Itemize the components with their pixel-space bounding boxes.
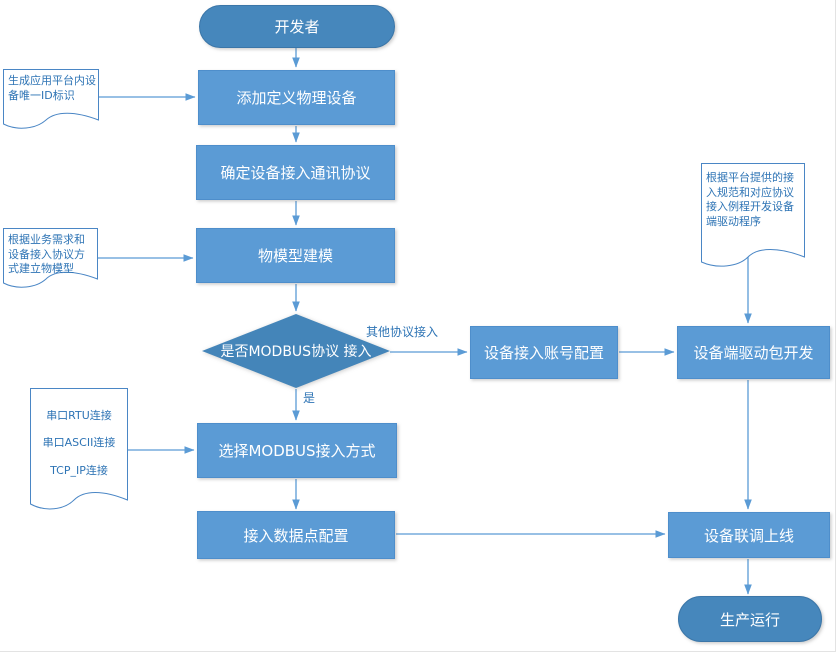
document-shape-icon bbox=[3, 69, 99, 129]
doc-driver-spec: 根据平台提供的接入规范和对应协议接入例程开发设备端驱动程序 bbox=[701, 163, 805, 267]
doc-conn-modes: 串口RTU连接 串口ASCII连接 TCP_IP连接 bbox=[30, 388, 128, 510]
doc-unique-id: 生成应用平台内设备唯一ID标识 bbox=[3, 69, 99, 131]
doc-conn-modes-line1: 串口RTU连接 bbox=[46, 409, 112, 422]
production-terminal: 生产运行 bbox=[678, 596, 822, 642]
process-thing-model-label: 物模型建模 bbox=[257, 247, 333, 265]
start-label: 开发者 bbox=[274, 18, 320, 36]
process-debug-online: 设备联调上线 bbox=[668, 512, 830, 558]
process-debug-online-label: 设备联调上线 bbox=[703, 526, 794, 545]
document-shape-icon bbox=[701, 163, 805, 267]
edge-label-yes: 是 bbox=[303, 391, 316, 405]
decision-modbus-shape: 是否MODBUS协议 接入 bbox=[202, 314, 390, 388]
process-account-config-label: 设备接入账号配置 bbox=[483, 344, 604, 362]
process-confirm-protocol: 确定设备接入通讯协议 bbox=[196, 145, 395, 200]
doc-build-model: 根据业务需求和设备接入协议方式建立物模型 bbox=[3, 228, 98, 290]
doc-driver-spec-text: 根据平台提供的接入规范和对应协议接入例程开发设备端驱动程序 bbox=[706, 171, 794, 228]
process-account-config: 设备接入账号配置 bbox=[470, 326, 618, 379]
process-driver-dev-label: 设备端驱动包开发 bbox=[693, 344, 814, 362]
start-terminal: 开发者 bbox=[199, 5, 395, 48]
process-confirm-protocol-label: 确定设备接入通讯协议 bbox=[220, 164, 371, 182]
decision-modbus-label: 是否MODBUS协议 接入 bbox=[220, 344, 372, 360]
edge-label-other-protocol: 其他协议接入 bbox=[366, 325, 439, 339]
process-add-device-label: 添加定义物理设备 bbox=[236, 89, 357, 107]
process-datapoint-config-label: 接入数据点配置 bbox=[243, 526, 349, 545]
doc-unique-id-text: 生成应用平台内设备唯一ID标识 bbox=[8, 74, 96, 102]
doc-build-model-text: 根据业务需求和设备接入协议方式建立物模型 bbox=[8, 233, 85, 276]
document-shape-icon bbox=[3, 228, 98, 288]
process-datapoint-config: 接入数据点配置 bbox=[197, 511, 395, 559]
process-driver-dev: 设备端驱动包开发 bbox=[677, 326, 830, 379]
process-select-modbus: 选择MODBUS接入方式 bbox=[197, 423, 397, 478]
process-thing-model: 物模型建模 bbox=[196, 228, 395, 283]
process-select-modbus-label: 选择MODBUS接入方式 bbox=[218, 442, 376, 460]
process-add-device: 添加定义物理设备 bbox=[198, 70, 395, 125]
doc-conn-modes-line3: TCP_IP连接 bbox=[50, 464, 108, 477]
document-shape-icon bbox=[30, 388, 128, 510]
production-label: 生产运行 bbox=[719, 610, 780, 629]
doc-conn-modes-line2: 串口ASCII连接 bbox=[42, 436, 116, 449]
decision-modbus: 是否MODBUS协议 接入 bbox=[202, 314, 390, 388]
